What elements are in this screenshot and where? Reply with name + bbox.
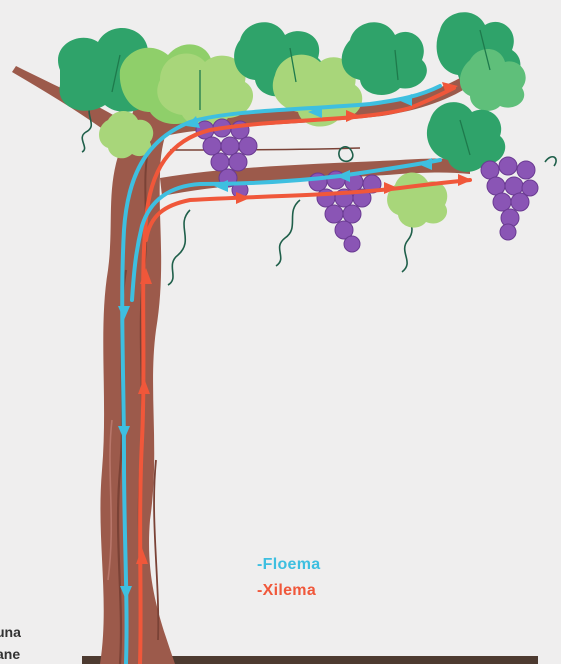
clipped-text-line-2: ane [0,646,20,662]
legend-xilema: -Xilema [257,582,316,600]
xylem-arrowheads [136,82,472,564]
legend-floema: -Floema [257,556,320,574]
clipped-text-line-1: una [0,624,21,640]
